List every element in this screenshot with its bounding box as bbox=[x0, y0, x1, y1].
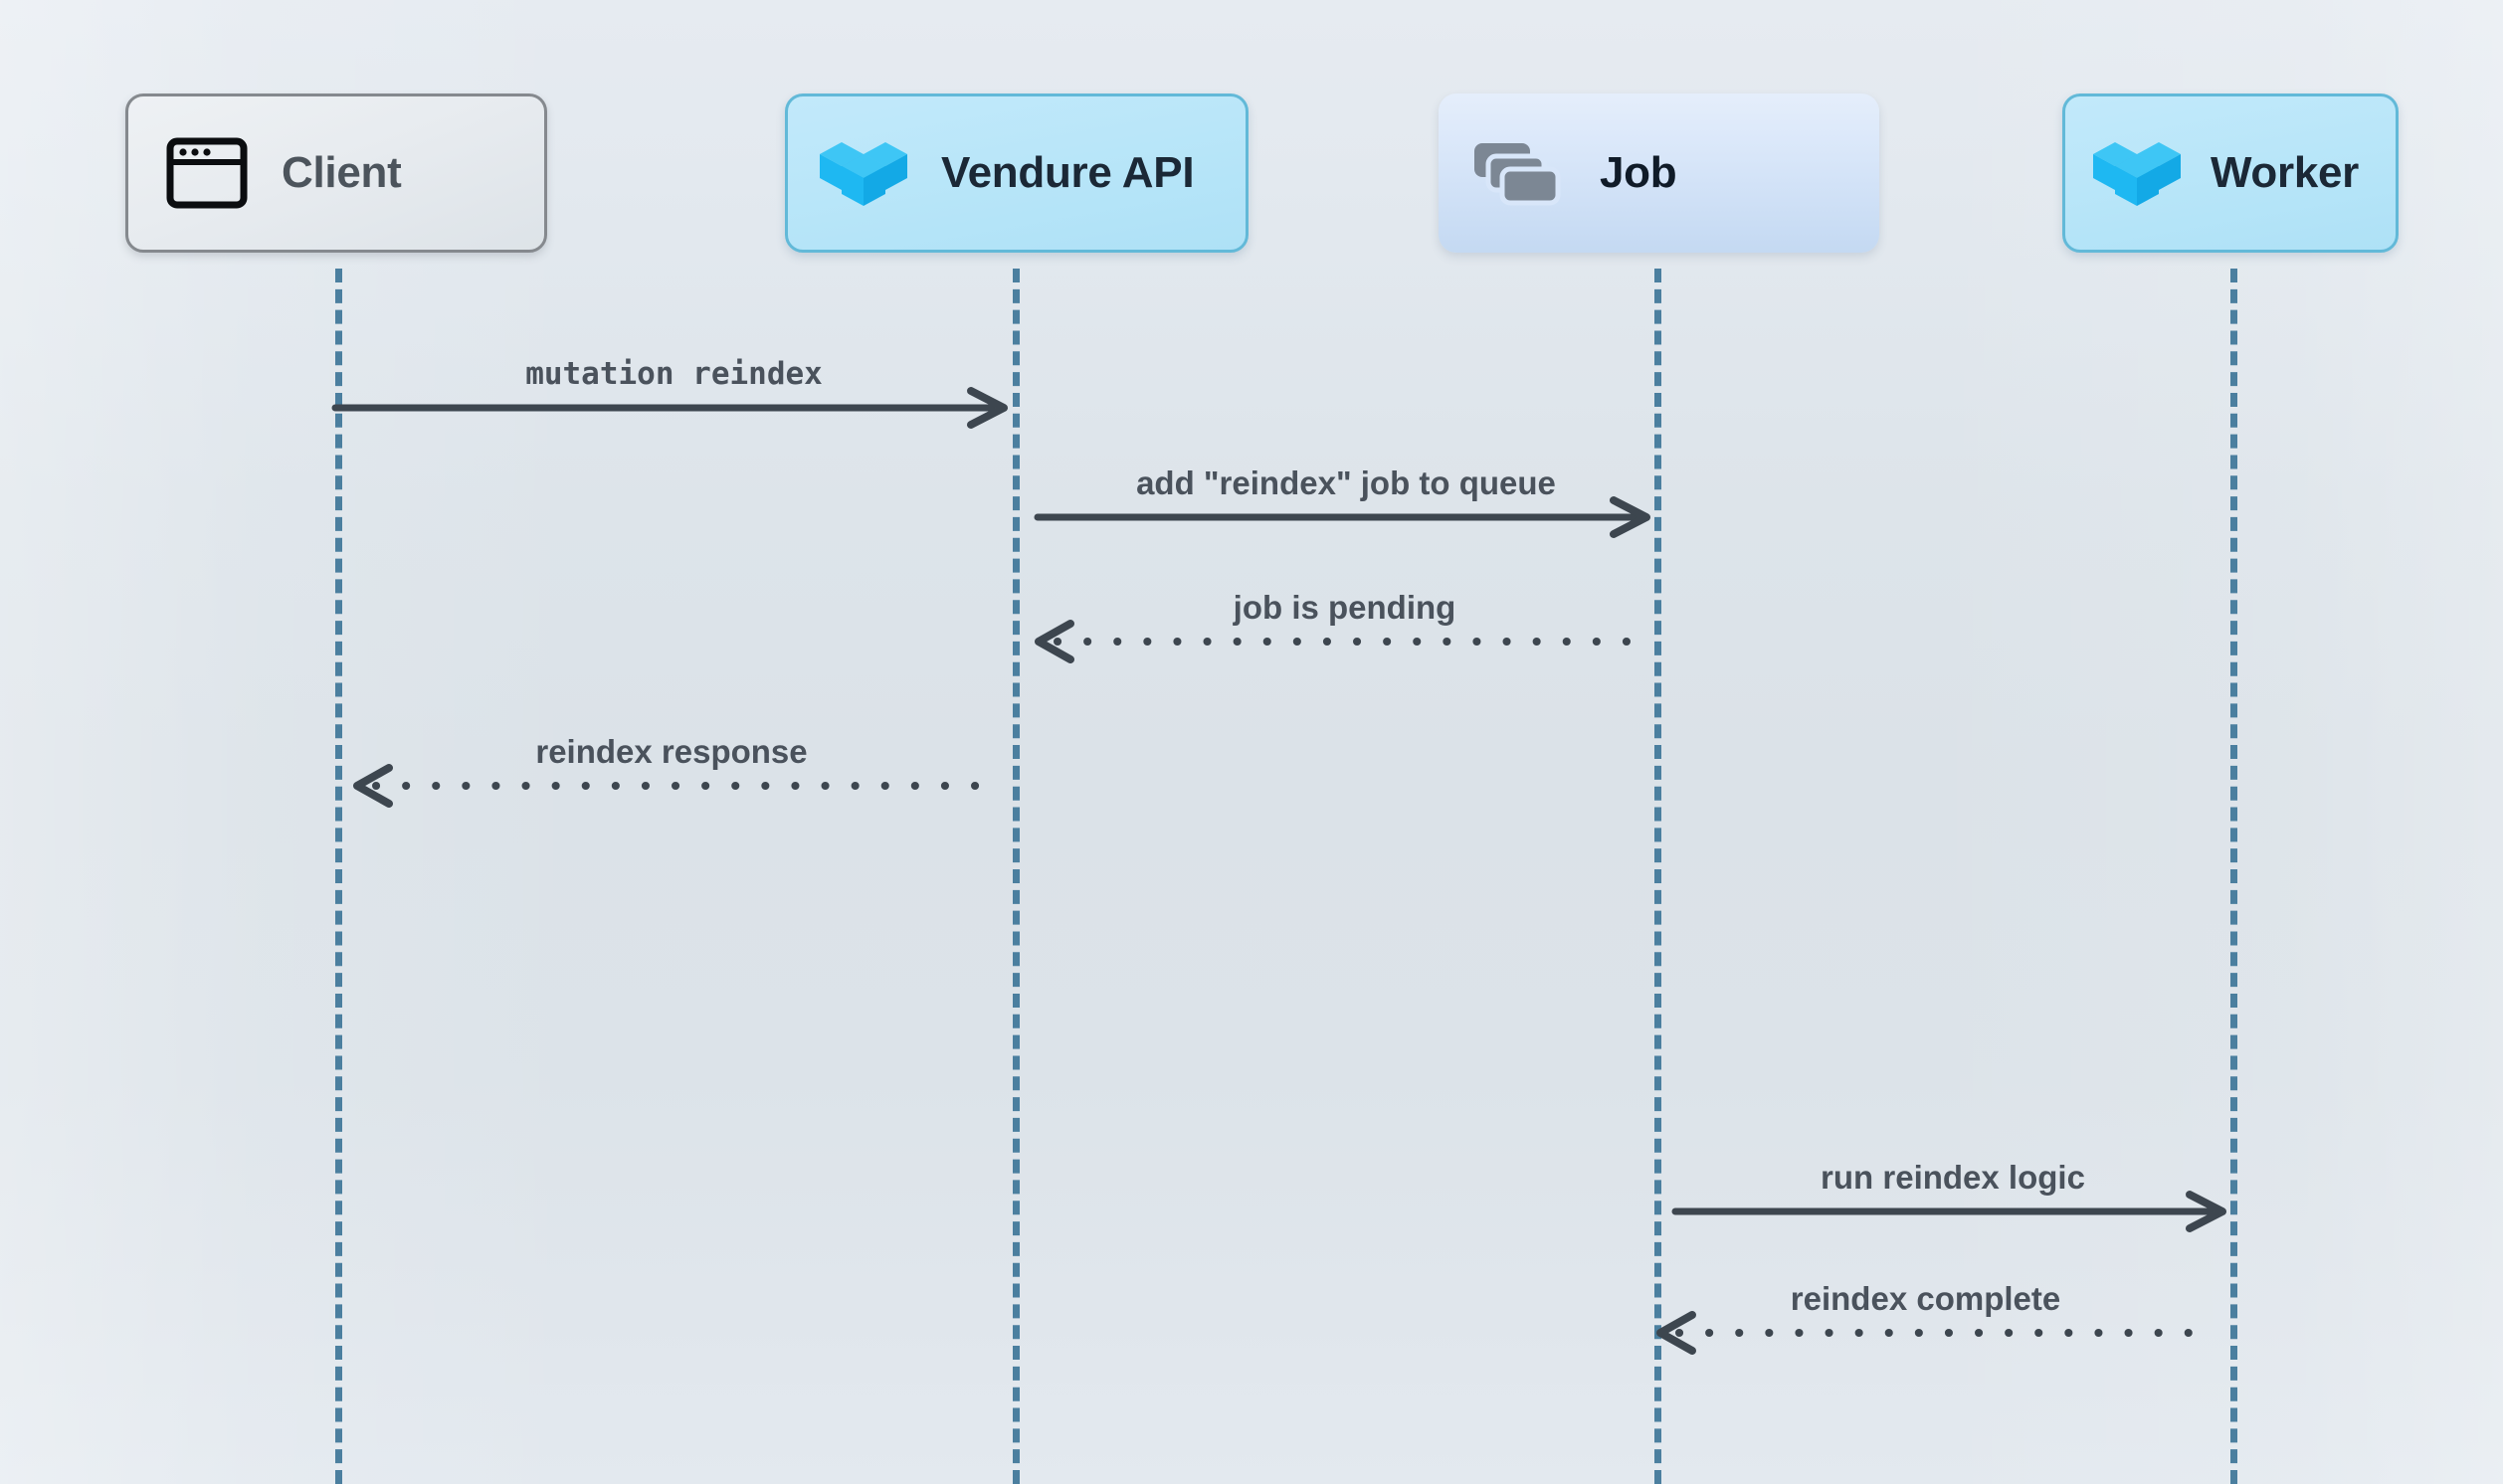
message-label-reindex-complete: reindex complete bbox=[1790, 1280, 2061, 1317]
message-mutation-reindex[interactable]: mutation reindex bbox=[331, 350, 1013, 429]
participant-label-vendure-api: Vendure API bbox=[941, 148, 1195, 197]
stacked-layers-icon bbox=[1470, 137, 1562, 209]
lifeline-vendure-api bbox=[1013, 269, 1020, 1484]
participant-client[interactable]: Client bbox=[125, 93, 547, 253]
lifeline-worker bbox=[2230, 269, 2237, 1484]
participant-worker[interactable]: Worker bbox=[2062, 93, 2399, 253]
participant-job[interactable]: Job bbox=[1439, 93, 1879, 253]
message-label-reindex-response: reindex response bbox=[535, 733, 808, 770]
participant-label-job: Job bbox=[1600, 148, 1677, 197]
lifeline-client bbox=[335, 269, 342, 1484]
browser-window-icon bbox=[166, 137, 248, 209]
vendure-logo-icon bbox=[2089, 134, 2185, 212]
message-reindex-response[interactable]: reindex response bbox=[353, 728, 994, 808]
participant-vendure-api[interactable]: Vendure API bbox=[785, 93, 1249, 253]
message-label-add-reindex-job-to-queue: add "reindex" job to queue bbox=[1136, 464, 1556, 501]
message-label-job-is-pending: job is pending bbox=[1233, 589, 1456, 626]
message-reindex-complete[interactable]: reindex complete bbox=[1656, 1275, 2199, 1355]
message-add-reindex-job-to-queue[interactable]: add "reindex" job to queue bbox=[1034, 460, 1654, 538]
vendure-logo-icon bbox=[816, 134, 911, 212]
message-label-run-reindex-logic: run reindex logic bbox=[1821, 1159, 2085, 1196]
message-run-reindex-logic[interactable]: run reindex logic bbox=[1671, 1154, 2230, 1232]
message-label-mutation-reindex: mutation reindex bbox=[525, 356, 823, 392]
participant-label-client: Client bbox=[282, 148, 402, 197]
message-job-is-pending[interactable]: job is pending bbox=[1035, 584, 1658, 663]
lifeline-job bbox=[1654, 269, 1661, 1484]
participant-label-worker: Worker bbox=[2211, 148, 2359, 197]
